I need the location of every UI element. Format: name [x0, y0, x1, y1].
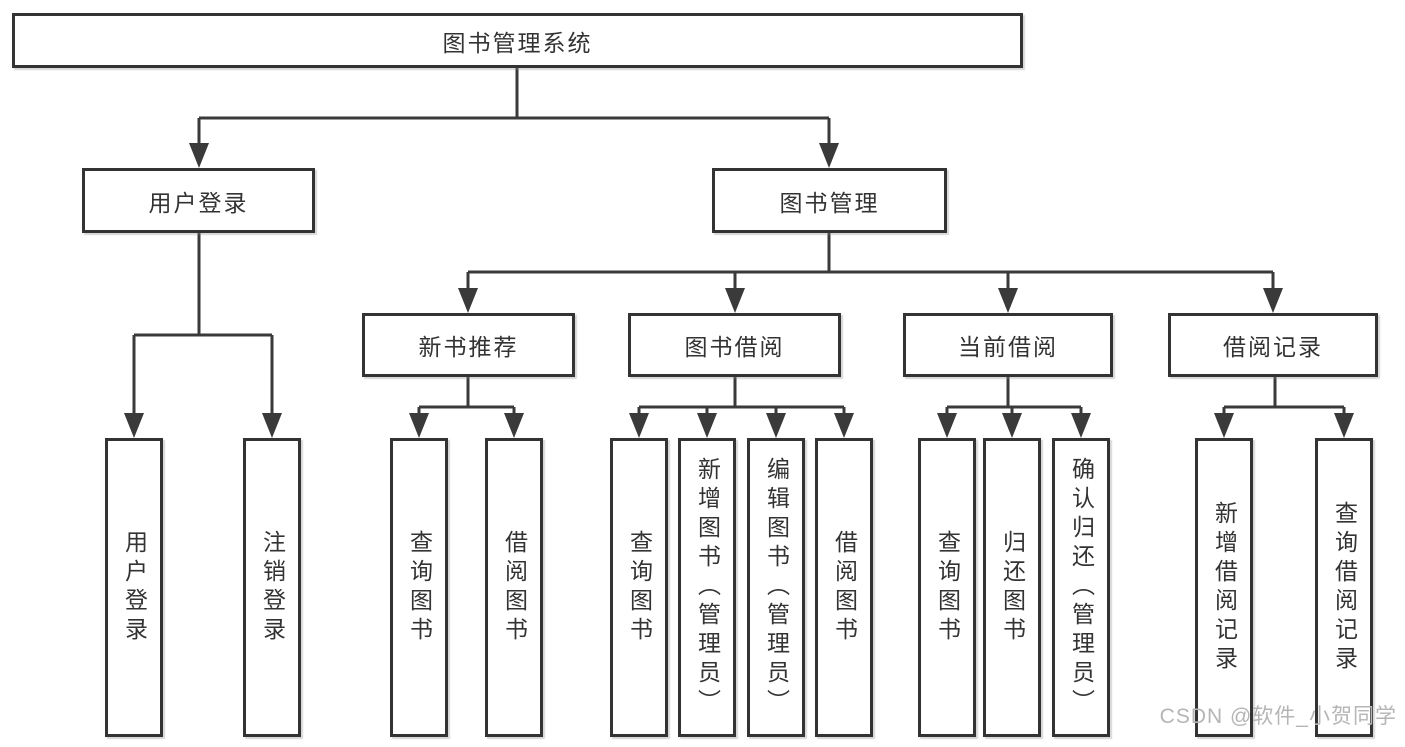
node-current-borrow-label: 当前借阅: [958, 334, 1058, 360]
node-borrow-records: 借阅记录: [1168, 313, 1378, 377]
leaf-add-book-admin: 新增图书（管理员）: [678, 438, 736, 737]
node-user-login-label: 用户登录: [148, 189, 249, 216]
node-new-book-recommend-label: 新书推荐: [418, 334, 519, 360]
node-book-borrow: 图书借阅: [628, 313, 841, 377]
node-new-book-recommend: 新书推荐: [362, 313, 575, 377]
leaf-query-books-recommend: 查询图书: [390, 438, 448, 737]
leaf-borrow-books-borrow: 借阅图书: [815, 438, 873, 737]
node-borrow-records-label: 借阅记录: [1223, 334, 1323, 360]
leaf-borrow-books-recommend: 借阅图书: [485, 438, 543, 737]
leaf-query-books-current: 查询图书: [918, 438, 976, 737]
csdn-watermark: CSDN @软件_小贺同学: [1159, 705, 1397, 728]
node-current-borrow: 当前借阅: [903, 313, 1113, 377]
arrowhead-icons: [124, 143, 1354, 438]
leaf-edit-book-admin: 编辑图书（管理员）: [747, 438, 805, 737]
leaf-user-login: 用户登录: [105, 438, 163, 737]
leaf-query-books-borrow: 查询图书: [610, 438, 668, 737]
leaf-return-book: 归还图书: [983, 438, 1041, 737]
leaf-confirm-return-admin: 确认归还（管理员）: [1052, 438, 1110, 737]
leaf-add-borrow-record: 新增借阅记录: [1195, 438, 1253, 737]
leaf-query-borrow-record: 查询借阅记录: [1315, 438, 1373, 737]
node-book-management: 图书管理: [712, 168, 947, 233]
node-book-management-label: 图书管理: [779, 189, 880, 216]
node-library-system-label: 图书管理系统: [442, 29, 593, 56]
node-user-login: 用户登录: [82, 168, 315, 233]
node-library-system: 图书管理系统: [12, 13, 1023, 68]
leaf-logout: 注销登录: [243, 438, 301, 737]
node-book-borrow-label: 图书借阅: [684, 334, 785, 360]
